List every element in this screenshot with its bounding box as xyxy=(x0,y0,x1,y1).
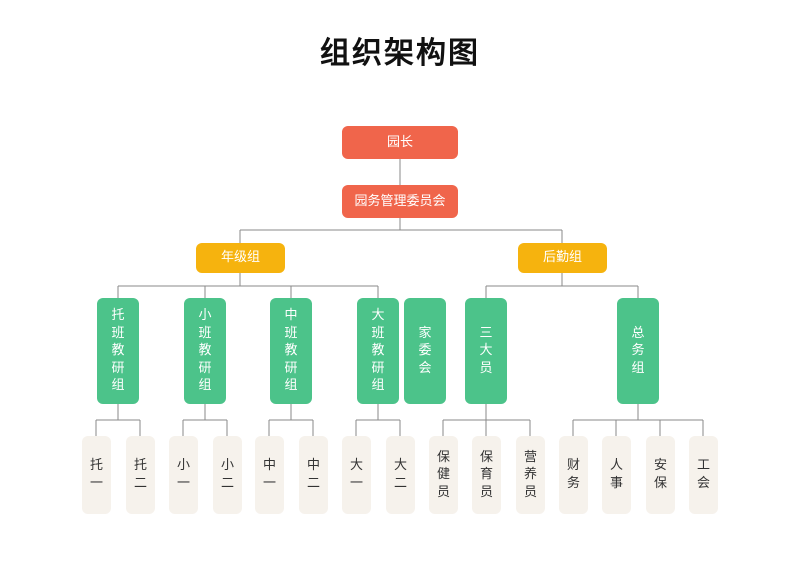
leaf-xiao-2: 小 二 xyxy=(213,436,242,514)
leaf-an-bao: 安 保 xyxy=(646,436,675,514)
leaf-zhong-2: 中 二 xyxy=(299,436,328,514)
leaf-da-1: 大 一 xyxy=(342,436,371,514)
node-principal: 园长 xyxy=(342,126,458,159)
leaf-tuo-2: 托 二 xyxy=(126,436,155,514)
node-grade-group: 年级组 xyxy=(196,243,285,273)
leaf-ren-shi: 人 事 xyxy=(602,436,631,514)
node-xiao-ban-group: 小 班 教 研 组 xyxy=(184,298,226,404)
leaf-bao-jian-yuan: 保 健 员 xyxy=(429,436,458,514)
node-tuo-ban-group: 托 班 教 研 组 xyxy=(97,298,139,404)
leaf-bao-yu-yuan: 保 育 员 xyxy=(472,436,501,514)
node-jia-wei-hui: 家 委 会 xyxy=(404,298,446,404)
node-zhong-ban-group: 中 班 教 研 组 xyxy=(270,298,312,404)
leaf-da-2: 大 二 xyxy=(386,436,415,514)
leaf-ying-yang-yuan: 营 养 员 xyxy=(516,436,545,514)
leaf-gong-hui: 工 会 xyxy=(689,436,718,514)
node-san-da-yuan: 三 大 员 xyxy=(465,298,507,404)
node-committee: 园务管理委员会 xyxy=(342,185,458,218)
node-da-ban-group: 大 班 教 研 组 xyxy=(357,298,399,404)
node-zong-wu-group: 总 务 组 xyxy=(617,298,659,404)
leaf-cai-wu: 财 务 xyxy=(559,436,588,514)
page-title: 组织架构图 xyxy=(320,36,480,71)
node-logistics-group: 后勤组 xyxy=(518,243,607,273)
leaf-xiao-1: 小 一 xyxy=(169,436,198,514)
leaf-tuo-1: 托 一 xyxy=(82,436,111,514)
leaf-zhong-1: 中 一 xyxy=(255,436,284,514)
